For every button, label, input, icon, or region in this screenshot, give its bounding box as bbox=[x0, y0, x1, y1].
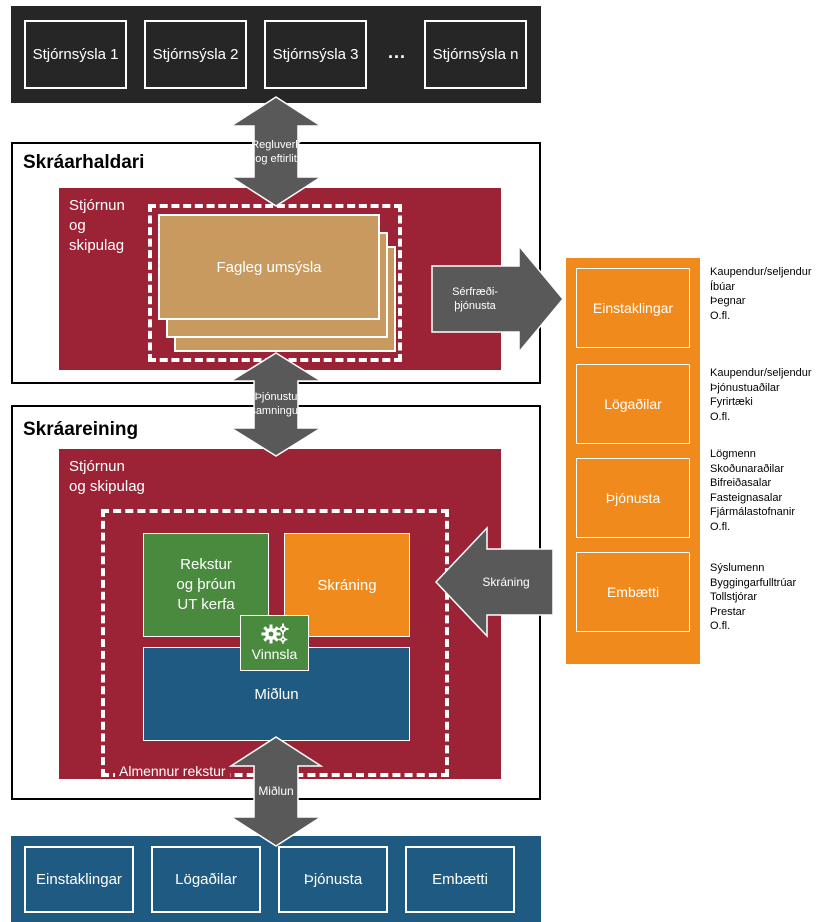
serfraedi-arrow bbox=[431, 243, 564, 355]
orange-item-embaetti: Embætti bbox=[576, 552, 690, 632]
orange-item-thjonusta: Þjónusta bbox=[576, 458, 690, 538]
skraareining-title: Skráareining bbox=[23, 419, 139, 440]
midlun-arrow bbox=[228, 736, 324, 847]
vinnsla-box: Vinnsla bbox=[240, 615, 309, 671]
skraarhaldari-red-label: Stjórnun og skipulag bbox=[69, 197, 125, 254]
top-tile-1: Stjórnsýsla 1 bbox=[24, 20, 127, 89]
skraareining-panel: Skráareining Stjórnun og skipulag Rekstu… bbox=[11, 405, 541, 800]
skraning-arrow-label: Skráning bbox=[482, 575, 530, 589]
fagleg-umsysla-box: Fagleg umsýsla bbox=[158, 214, 380, 320]
serfraedi-label: Sérfræði-þjónusta bbox=[452, 286, 498, 312]
top-tile-2: Stjórnsýsla 2 bbox=[144, 20, 247, 89]
regluverk-arrow bbox=[228, 96, 324, 207]
vinnsla-label: Vinnsla bbox=[251, 646, 298, 662]
bottom-tile-4: Embætti bbox=[405, 846, 515, 913]
skraning-box: Skráning bbox=[284, 533, 410, 637]
bottom-tile-2: Lögaðilar bbox=[151, 846, 261, 913]
orange-item-einstaklingar: Einstaklingar bbox=[576, 268, 690, 348]
bottom-tile-1: Einstaklingar bbox=[24, 846, 134, 913]
top-ellipsis: ... bbox=[387, 42, 406, 62]
skraareining-red-label: Stjórnun og skipulag bbox=[69, 458, 145, 495]
midlun-arrow-label: Miðlun bbox=[258, 784, 294, 798]
skraarhaldari-panel: Skráarhaldari Stjórnun og skipulag Fagle… bbox=[11, 142, 541, 384]
skraareining-red-box: Stjórnun og skipulag Rekstur og þróun UT… bbox=[59, 449, 501, 779]
orange-item-logadilar: Lögaðilar bbox=[576, 364, 690, 444]
top-tile-3: Stjórnsýsla 3 bbox=[264, 20, 367, 89]
orange-column: Einstaklingar Lögaðilar Þjónusta Embætti bbox=[566, 258, 700, 664]
gears-icon bbox=[261, 623, 288, 644]
skraarhaldari-title: Skráarhaldari bbox=[23, 152, 145, 173]
almennur-rekstur-label: Almennur rekstur bbox=[115, 763, 230, 779]
skraarhaldari-red-box: Stjórnun og skipulag Fagleg umsýsla bbox=[59, 188, 501, 370]
thjonustu-arrow bbox=[228, 352, 324, 457]
top-band: Stjórnsýsla 1 Stjórnsýsla 2 Stjórnsýsla … bbox=[11, 6, 541, 103]
top-tile-n: Stjórnsýsla n bbox=[424, 20, 527, 89]
bottom-band: Einstaklingar Lögaðilar Þjónusta Embætti bbox=[11, 836, 541, 922]
bottom-tile-3: Þjónusta bbox=[278, 846, 388, 913]
skraning-arrow bbox=[434, 526, 554, 638]
